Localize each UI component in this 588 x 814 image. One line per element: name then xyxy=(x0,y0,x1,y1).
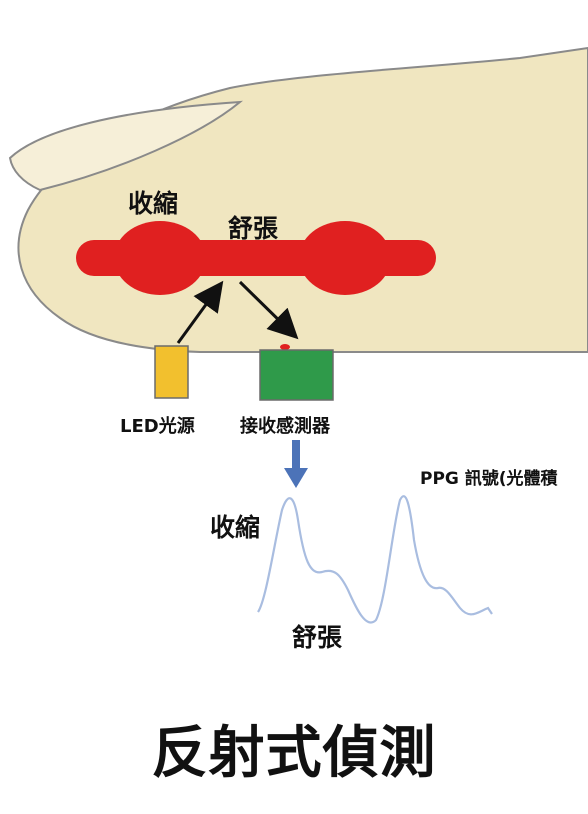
receiver-sensor xyxy=(259,349,334,401)
blood-vessel xyxy=(76,221,436,295)
arrow-icon xyxy=(238,280,299,340)
ppg-signal-label: PPG 訊號(光體積 xyxy=(420,469,558,489)
finger xyxy=(17,46,588,353)
led-source xyxy=(154,345,189,399)
contraction-label: 收縮 xyxy=(128,189,179,218)
receiver-sensor-label: 接收感測器 xyxy=(240,416,330,437)
led-source-label: LED光源 xyxy=(120,416,195,437)
ppg-relaxation-label: 舒張 xyxy=(292,623,343,652)
fingernail xyxy=(8,100,244,192)
down-arrow-icon xyxy=(284,440,308,488)
ppg-contraction-label: 收縮 xyxy=(210,513,261,542)
skin-mark xyxy=(280,344,290,350)
arrow-icon xyxy=(176,280,224,344)
relaxation-label: 舒張 xyxy=(228,214,279,243)
ppg-waveform xyxy=(257,495,493,624)
page-title: 反射式偵測 xyxy=(151,721,437,786)
